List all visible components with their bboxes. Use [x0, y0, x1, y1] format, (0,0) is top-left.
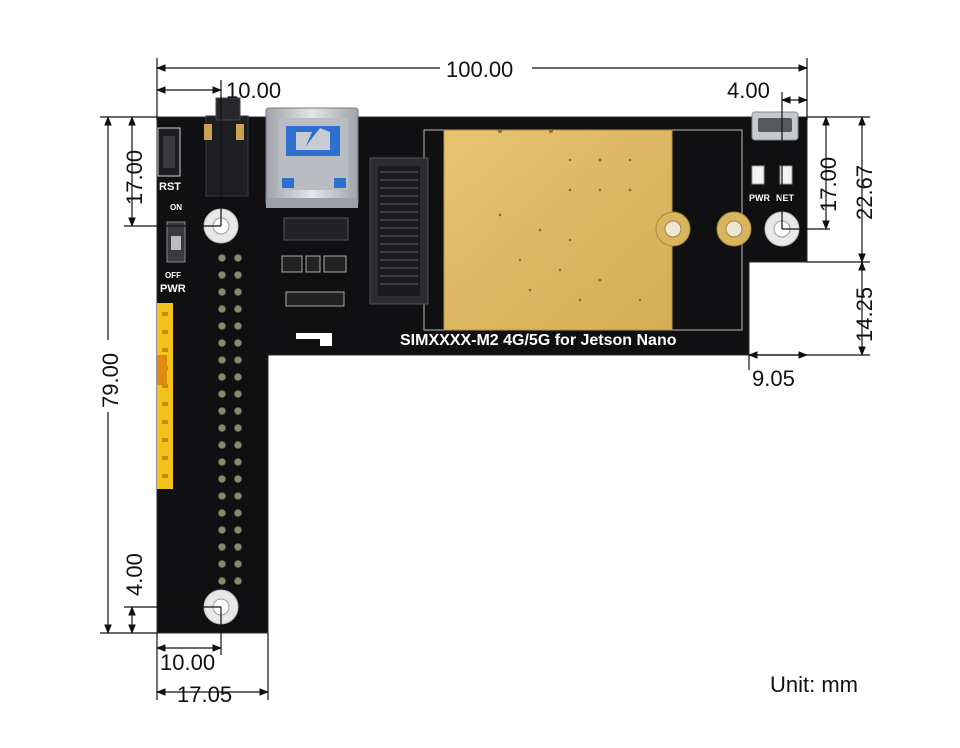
dim-notch-height: 14.25: [852, 287, 877, 342]
board-chips: [281, 217, 349, 307]
dim-total-width: 100.00: [446, 57, 513, 82]
unit-label: Unit: mm: [770, 672, 858, 697]
dim-right-hole-inset: 4.00: [727, 78, 770, 103]
pcb-slot: [296, 333, 332, 346]
dim-left-hole-x: 10.00: [226, 78, 281, 103]
module-standoff-2: [716, 211, 752, 247]
modem-module: [423, 129, 743, 331]
gpio-header: [218, 254, 242, 585]
dim-bottom-hole-x: 10.00: [160, 650, 215, 675]
dim-right-hole-y: 17.00: [816, 157, 841, 212]
status-leds: [751, 165, 793, 185]
dim-bottom-hole-y: 4.00: [122, 553, 147, 596]
rst-label: RST: [159, 181, 181, 193]
board-title: SIMXXXX-M2 4G/5G for Jetson Nano: [400, 332, 677, 349]
usb-a-port: [265, 107, 359, 208]
reset-button[interactable]: [157, 127, 181, 177]
module-standoff-1: [655, 211, 691, 247]
pwr-led-label: PWR: [749, 193, 770, 203]
switch-on-label: ON: [170, 203, 182, 212]
switch-off-label: OFF: [165, 271, 181, 280]
micro-usb-port: [751, 111, 799, 141]
dim-total-height: 79.00: [98, 353, 123, 408]
m2-connector: [369, 157, 429, 305]
dim-left-top-height: 17.00: [122, 150, 147, 205]
dim-stem-width: 17.05: [177, 682, 232, 707]
dim-right-top-height: 22.67: [852, 165, 877, 220]
dim-notch-width: 9.05: [752, 366, 795, 391]
label-backdrop-vertical: [96, 340, 120, 412]
net-led-label: NET: [776, 193, 795, 203]
side-header: [157, 303, 173, 489]
power-switch[interactable]: [166, 221, 186, 263]
switch-pwr-label: PWR: [160, 283, 186, 295]
audio-jack: [204, 97, 249, 197]
label-backdrop: [440, 56, 532, 82]
